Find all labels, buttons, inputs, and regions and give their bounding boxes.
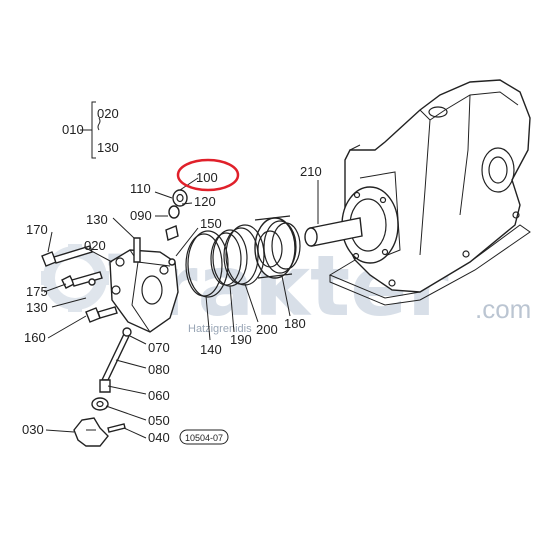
callout-020: 020 [84,238,106,253]
callout-060: 060 [148,388,170,403]
callout-120: 120 [194,194,216,209]
callout-090: 090 [130,208,152,223]
small-parts [165,177,199,266]
leader-lines [43,191,291,439]
callout-group-130: 130 [97,140,119,155]
group-bracket [80,101,101,159]
watermark-domain: .com [475,294,531,324]
callout-labels: 010 020 130 100 110 120 090 130 150 210 … [22,106,322,445]
drawing-code-text: 10504-07 [185,433,223,443]
knob [73,417,126,447]
piston-180 [254,215,301,279]
callout-070: 070 [148,340,170,355]
callout-080: 080 [148,362,170,377]
callout-175: 175 [26,284,48,299]
callout-170: 170 [26,222,48,237]
highlight-ellipse [176,158,240,192]
callout-140: 140 [200,342,222,357]
shaft-210 [304,180,363,247]
pump-body [109,237,179,333]
callout-110: 110 [130,181,151,196]
callout-180: 180 [284,316,306,331]
callout-200: 200 [256,322,278,337]
gear-housing [328,79,531,306]
watermark-small: Hatzigrenidis [188,323,252,335]
valve-stem [91,327,132,411]
drawing-code: 10504-07 [179,429,229,445]
callout-190: 190 [230,332,252,347]
callout-210: 210 [300,164,322,179]
callout-010: 010 [62,122,84,137]
callout-150: 150 [200,216,222,231]
callout-100: 100 [196,170,218,185]
callout-130b: 130 [26,300,48,315]
callout-160: 160 [24,330,46,345]
callout-030: 030 [22,422,44,437]
bolts [41,245,118,323]
callout-group-020: 020 [97,106,119,121]
callout-130a: 130 [86,212,108,227]
callout-040: 040 [148,430,170,445]
callout-050: 050 [148,413,170,428]
